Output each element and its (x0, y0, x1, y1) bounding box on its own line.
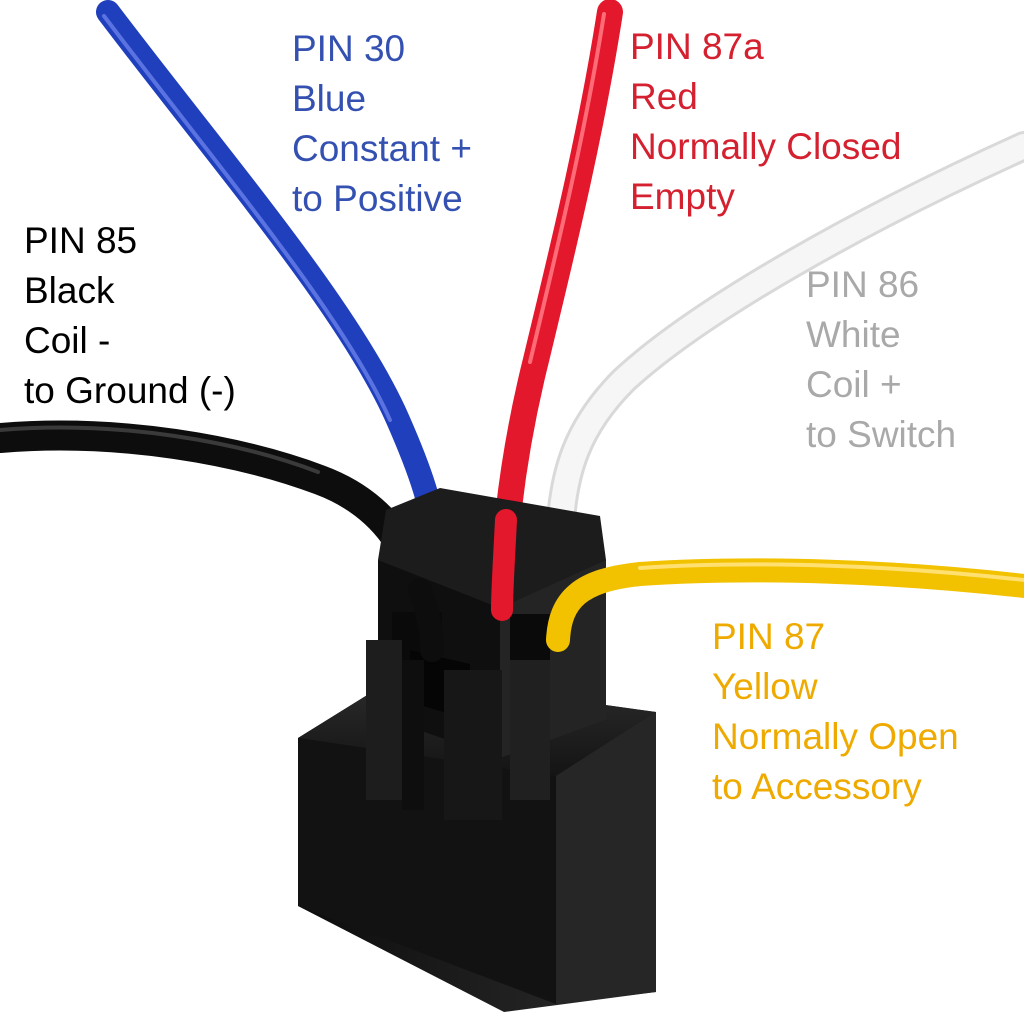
pin-86-color: White (806, 314, 901, 355)
pin-87-color: Yellow (712, 666, 818, 707)
black-wire-highlight (0, 425, 320, 474)
red-wire-end (491, 509, 517, 621)
blue-wire (96, 0, 448, 560)
black-wire (0, 420, 447, 655)
pin-87-number: PIN 87 (712, 616, 826, 657)
pin-87-label: PIN 87 Yellow Normally Open to Accessory (712, 612, 959, 812)
pin-85-connection: to Ground (-) (24, 370, 236, 411)
pin-87a-function: Normally Closed (630, 126, 902, 167)
pin-86-connection: to Switch (806, 414, 957, 455)
pin-85-label: PIN 85 Black Coil - to Ground (-) (24, 216, 236, 416)
pin-87a-connection: Empty (630, 176, 735, 217)
yellow-wire (546, 558, 1024, 652)
white-wire-core (548, 134, 1024, 560)
pin-87-function: Normally Open (712, 716, 959, 757)
pin-86-function: Coil + (806, 364, 902, 405)
pin-30-function: Constant + (292, 128, 472, 169)
relay-socket-housing (298, 488, 656, 1012)
pin-30-color: Blue (292, 78, 367, 119)
blue-wire-highlight (102, 14, 392, 422)
pin-30-number: PIN 30 (292, 28, 406, 69)
pin-30-connection: to Positive (292, 178, 463, 219)
red-wire-highlight (528, 12, 606, 364)
pin-86-label: PIN 86 White Coil + to Switch (806, 260, 956, 460)
pin-86-number: PIN 86 (806, 264, 920, 305)
pin-85-color: Black (24, 270, 115, 311)
pin-87a-number: PIN 87a (630, 26, 764, 67)
pin-87-connection: to Accessory (712, 766, 922, 807)
pin-87a-label: PIN 87a Red Normally Closed Empty (630, 22, 901, 222)
pin-85-number: PIN 85 (24, 220, 138, 261)
pin-87a-color: Red (630, 76, 698, 117)
pin-85-function: Coil - (24, 320, 111, 361)
pin-30-label: PIN 30 Blue Constant + to Positive (292, 24, 472, 224)
black-wire-end (408, 578, 444, 662)
yellow-wire-highlight (638, 562, 1024, 582)
